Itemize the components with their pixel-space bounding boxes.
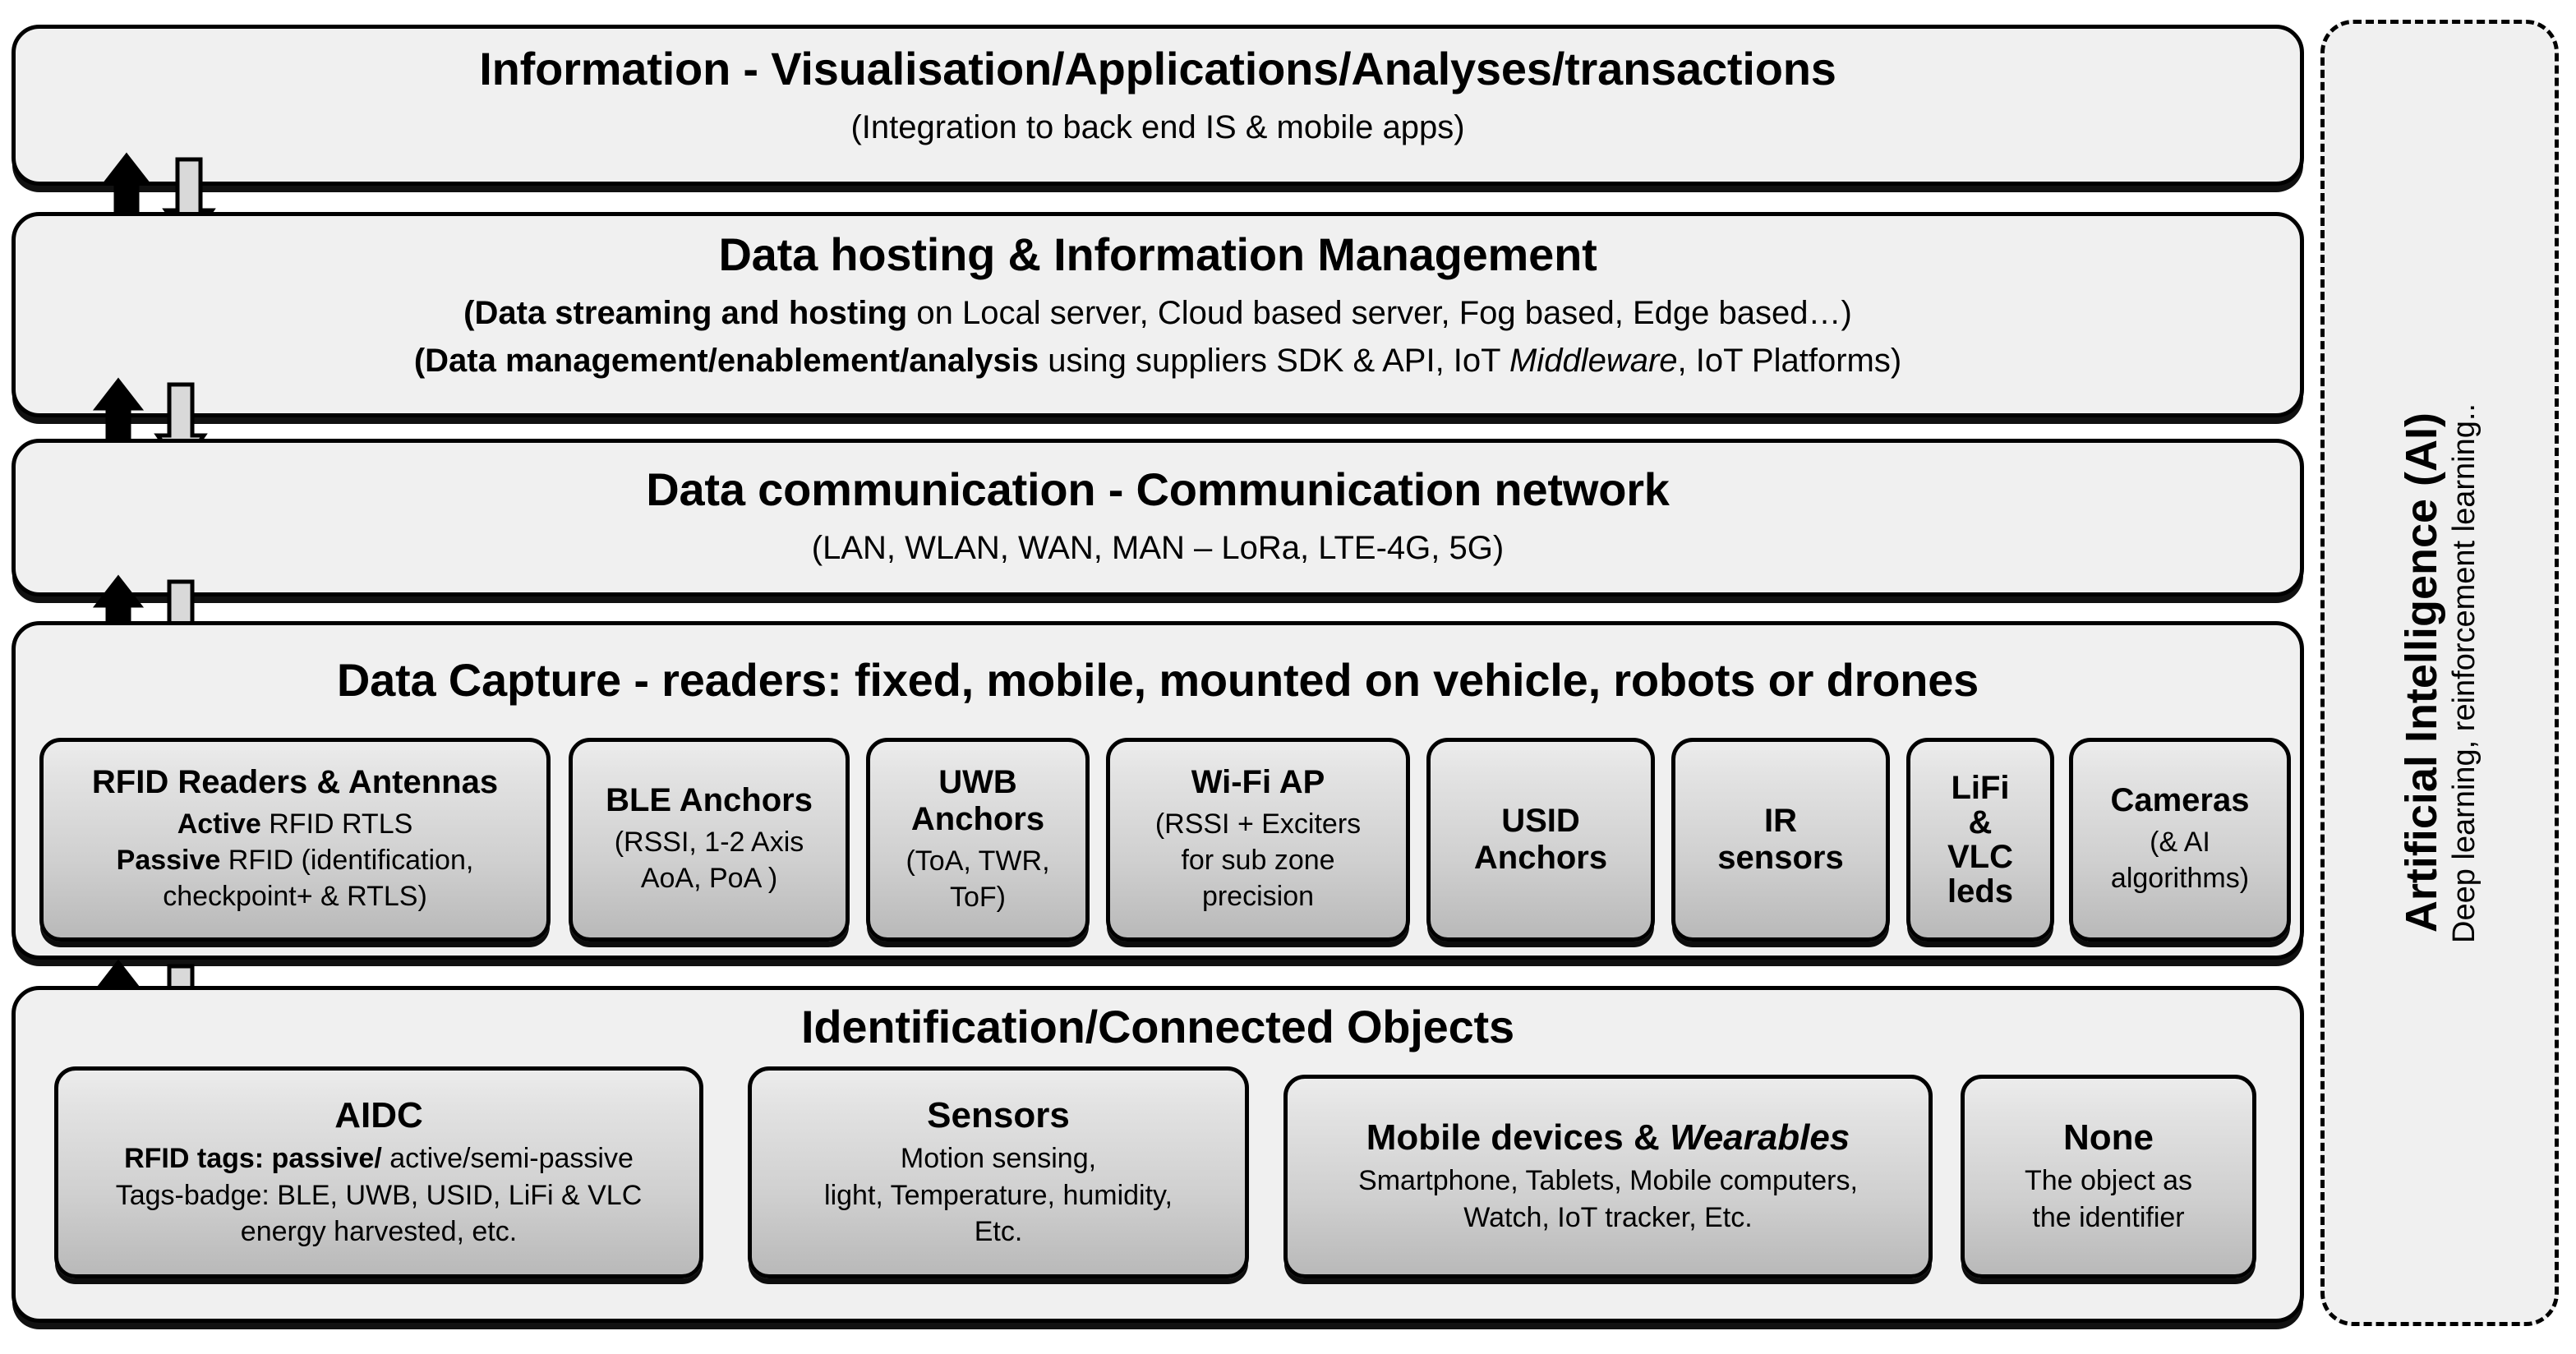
chip-line-rest: checkpoint+ & RTLS)	[163, 881, 427, 913]
chip-line-rest: RFID RTLS	[260, 808, 413, 840]
chip-title: AIDC	[334, 1095, 423, 1136]
chip-cameras[interactable]: Cameras (& AI algorithms)	[2069, 738, 2291, 942]
chip-line-rest: ToF)	[949, 881, 1006, 913]
layer-data-hosting-line1: (Data streaming and hosting on Local ser…	[463, 292, 1852, 334]
chip-line-rest: (RSSI, 1-2 Axis	[614, 827, 804, 859]
chip-line-rest: energy harvested, etc.	[240, 1215, 518, 1247]
chip-body: (RSSI + Exciters for sub zone precision	[1155, 806, 1361, 915]
chip-line-rest: light, Temperature, humidity,	[824, 1179, 1173, 1211]
chip-mobile-devices-wearables[interactable]: Mobile devices & Wearables Smartphone, T…	[1283, 1075, 1933, 1278]
chip-title-plain: Mobile devices &	[1366, 1117, 1670, 1158]
layer-data-communication: Data communication - Communication netwo…	[12, 439, 2304, 596]
chip-line-rest: RFID (identification,	[220, 845, 474, 877]
chip-title: RFID Readers & Antennas	[91, 764, 499, 801]
chip-title: Wi-Fi AP	[1191, 764, 1325, 801]
chip-title: LiFi & VLC leds	[1947, 770, 2014, 910]
chip-line-rest: Tags-badge: BLE, UWB, USID, LiFi & VLC	[115, 1179, 643, 1211]
chip-none[interactable]: None The object as the identifier	[1961, 1075, 2256, 1278]
chip-title: BLE Anchors	[606, 782, 813, 819]
chip-line-rest: Motion sensing,	[900, 1143, 1097, 1175]
hosting-line2-bold: (Data management/enablement/analysis	[413, 342, 1039, 379]
chip-ble-anchors[interactable]: BLE Anchors (RSSI, 1-2 Axis AoA, PoA )	[569, 738, 850, 942]
hosting-line2-italic: Middleware	[1509, 342, 1678, 379]
chip-title-italic: Wearables	[1669, 1117, 1850, 1158]
layer-information-subtitle: (Integration to back end IS & mobile app…	[850, 108, 1465, 145]
chip-line-bold: RFID tags: passive/	[124, 1143, 382, 1175]
chip-body: (RSSI, 1-2 Axis AoA, PoA )	[615, 824, 804, 896]
chip-line-rest: algorithms)	[2110, 863, 2250, 895]
chip-line-rest: precision	[1201, 881, 1315, 913]
chip-body: (& AI algorithms)	[2111, 824, 2249, 896]
chip-body: Active RFID RTLS Passive RFID (identific…	[117, 806, 474, 915]
layer-information: Information - Visualisation/Applications…	[12, 25, 2304, 186]
chip-body: Smartphone, Tablets, Mobile computers, W…	[1358, 1163, 1858, 1235]
chip-body: (ToA, TWR, ToF)	[906, 843, 1049, 915]
hosting-line2-mid: using suppliers SDK & API, IoT	[1039, 342, 1509, 379]
chip-line-bold: Passive	[116, 845, 221, 877]
chip-body: The object as the identifier	[2025, 1163, 2192, 1235]
chip-line-rest: Etc.	[974, 1215, 1023, 1247]
layer-data-hosting-line2: (Data management/enablement/analysis usi…	[414, 340, 1901, 381]
layer-data-communication-subtitle: (LAN, WLAN, WAN, MAN – LoRa, LTE-4G, 5G)	[811, 529, 1505, 566]
ai-panel: Artificial Intelligence (AI) Deep learni…	[2320, 20, 2559, 1326]
chip-aidc[interactable]: AIDC RFID tags: passive/ active/semi-pas…	[54, 1066, 703, 1278]
chip-wifi-ap[interactable]: Wi-Fi AP (RSSI + Exciters for sub zone p…	[1106, 738, 1410, 942]
chip-usid-anchors[interactable]: USID Anchors	[1426, 738, 1655, 942]
layer-data-hosting-title: Data hosting & Information Management	[718, 228, 1597, 280]
chip-line-rest: The object as	[2024, 1165, 2193, 1197]
chip-line-rest: Smartphone, Tablets, Mobile computers,	[1358, 1165, 1858, 1197]
chip-sensors[interactable]: Sensors Motion sensing, light, Temperatu…	[748, 1066, 1249, 1278]
hosting-line1-rest: on Local server, Cloud based server, Fog…	[907, 294, 1852, 331]
layer-data-hosting: Data hosting & Information Management (D…	[12, 212, 2304, 417]
chip-line-rest: AoA, PoA )	[640, 863, 778, 895]
ai-panel-subtitle: Deep learning, reinforcement learning..	[2446, 403, 2482, 943]
hosting-line2-end: , IoT Platforms)	[1677, 342, 1902, 379]
chip-line-rest: (& AI	[2150, 827, 2210, 859]
chip-title: USID Anchors	[1473, 803, 1608, 876]
chip-title: Cameras	[2110, 782, 2250, 819]
layer-data-capture-title: Data Capture - readers: fixed, mobile, m…	[336, 654, 1979, 706]
chip-line-bold: Active	[177, 808, 261, 840]
chip-line-rest: (ToA, TWR,	[906, 845, 1050, 877]
layer-information-title: Information - Visualisation/Applications…	[479, 43, 1836, 94]
chip-body: RFID tags: passive/ active/semi-passive …	[116, 1140, 643, 1250]
chip-title: IR sensors	[1717, 803, 1844, 876]
layer-data-communication-title: Data communication - Communication netwo…	[646, 463, 1670, 515]
chip-title: Sensors	[927, 1095, 1070, 1136]
layer-identification-title: Identification/Connected Objects	[801, 1001, 1514, 1052]
chip-line-rest: (RSSI + Exciters	[1154, 808, 1362, 840]
ai-panel-title: Artificial Intelligence (AI)	[2396, 412, 2446, 933]
chip-title: UWB Anchors	[910, 764, 1045, 837]
chip-rfid-readers-antennas[interactable]: RFID Readers & Antennas Active RFID RTLS…	[39, 738, 551, 942]
chip-ir-sensors[interactable]: IR sensors	[1671, 738, 1890, 942]
chip-title: Mobile devices & Wearables	[1366, 1117, 1850, 1158]
chip-line-rest: for sub zone	[1181, 845, 1335, 877]
chip-lifi-vlc-leds[interactable]: LiFi & VLC leds	[1906, 738, 2054, 942]
chip-body: Motion sensing, light, Temperature, humi…	[824, 1140, 1173, 1250]
chip-title: None	[2063, 1117, 2154, 1158]
chip-uwb-anchors[interactable]: UWB Anchors (ToA, TWR, ToF)	[866, 738, 1090, 942]
chip-line-rest: active/semi-passive	[381, 1143, 634, 1175]
chip-line-rest: Watch, IoT tracker, Etc.	[1463, 1201, 1753, 1233]
chip-line-rest: the identifier	[2032, 1201, 2185, 1233]
hosting-line1-bold: (Data streaming and hosting	[463, 294, 908, 331]
